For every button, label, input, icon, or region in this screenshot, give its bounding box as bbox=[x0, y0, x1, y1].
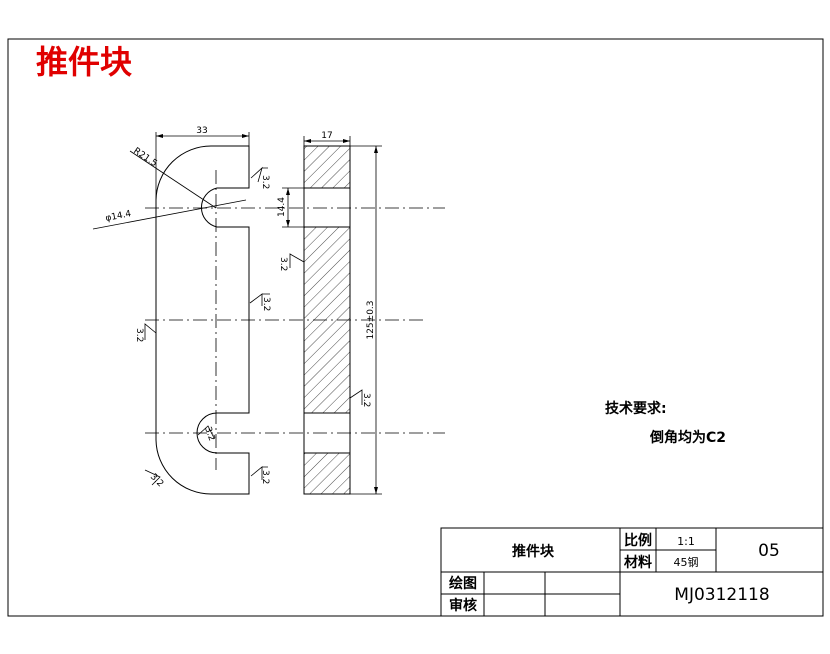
dim-radius: R21.5 bbox=[131, 146, 158, 169]
drawing-title: 推件块 bbox=[36, 43, 132, 81]
svg-text:3.2: 3.2 bbox=[361, 393, 371, 407]
roughness-symbol-8: 3.2 bbox=[349, 389, 371, 407]
tech-requirements-item: 倒角均为C2 bbox=[649, 429, 726, 446]
drawing-number: MJ0312118 bbox=[674, 585, 769, 605]
dim-slot: 14.4 bbox=[277, 197, 287, 217]
svg-text:3.2: 3.2 bbox=[260, 470, 270, 484]
sheet-number: 05 bbox=[758, 541, 780, 561]
dim-length: 125±0.3 bbox=[366, 300, 376, 339]
svg-text:3.2: 3.2 bbox=[134, 328, 144, 342]
dim-width: 33 bbox=[196, 126, 207, 136]
roughness-symbol-2: 3.2 bbox=[249, 293, 271, 311]
svg-text:3.2: 3.2 bbox=[278, 257, 288, 271]
dim-thickness: 17 bbox=[321, 131, 332, 141]
part-name: 推件块 bbox=[512, 543, 555, 560]
svg-text:3.2: 3.2 bbox=[202, 426, 216, 443]
roughness-symbol-3: 3.2 bbox=[134, 323, 157, 342]
drawn-label: 绘图 bbox=[449, 575, 477, 592]
scale-value: 1:1 bbox=[677, 535, 695, 548]
material-value: 45钢 bbox=[674, 556, 699, 569]
roughness-symbol-6: 3.2 bbox=[250, 466, 270, 484]
side-view: 17 14.4 125±0.3 3.2 3.2 bbox=[277, 131, 382, 495]
roughness-symbol-1: 3.2 bbox=[250, 166, 270, 189]
roughness-symbol-4: 3.2 bbox=[197, 425, 216, 443]
drawing-frame bbox=[7, 38, 824, 617]
dim-diameter: φ14.4 bbox=[105, 209, 133, 224]
front-view: 33 R21.5 φ14.4 3.2 3.2 3.2 3.2 3.2 bbox=[92, 126, 445, 495]
svg-text:3.2: 3.2 bbox=[148, 472, 165, 489]
svg-text:3.2: 3.2 bbox=[260, 175, 270, 189]
title-block: 推件块 比例 1:1 材料 45钢 05 绘图 审核 MJ0312118 bbox=[440, 527, 824, 617]
scale-label: 比例 bbox=[624, 532, 652, 549]
material-label: 材料 bbox=[624, 554, 652, 571]
roughness-symbol-7: 3.2 bbox=[278, 253, 305, 271]
svg-text:3.2: 3.2 bbox=[261, 297, 271, 311]
tech-requirements-heading: 技术要求: bbox=[605, 400, 667, 417]
roughness-symbol-5: 3.2 bbox=[144, 469, 165, 489]
checked-label: 审核 bbox=[449, 597, 477, 614]
